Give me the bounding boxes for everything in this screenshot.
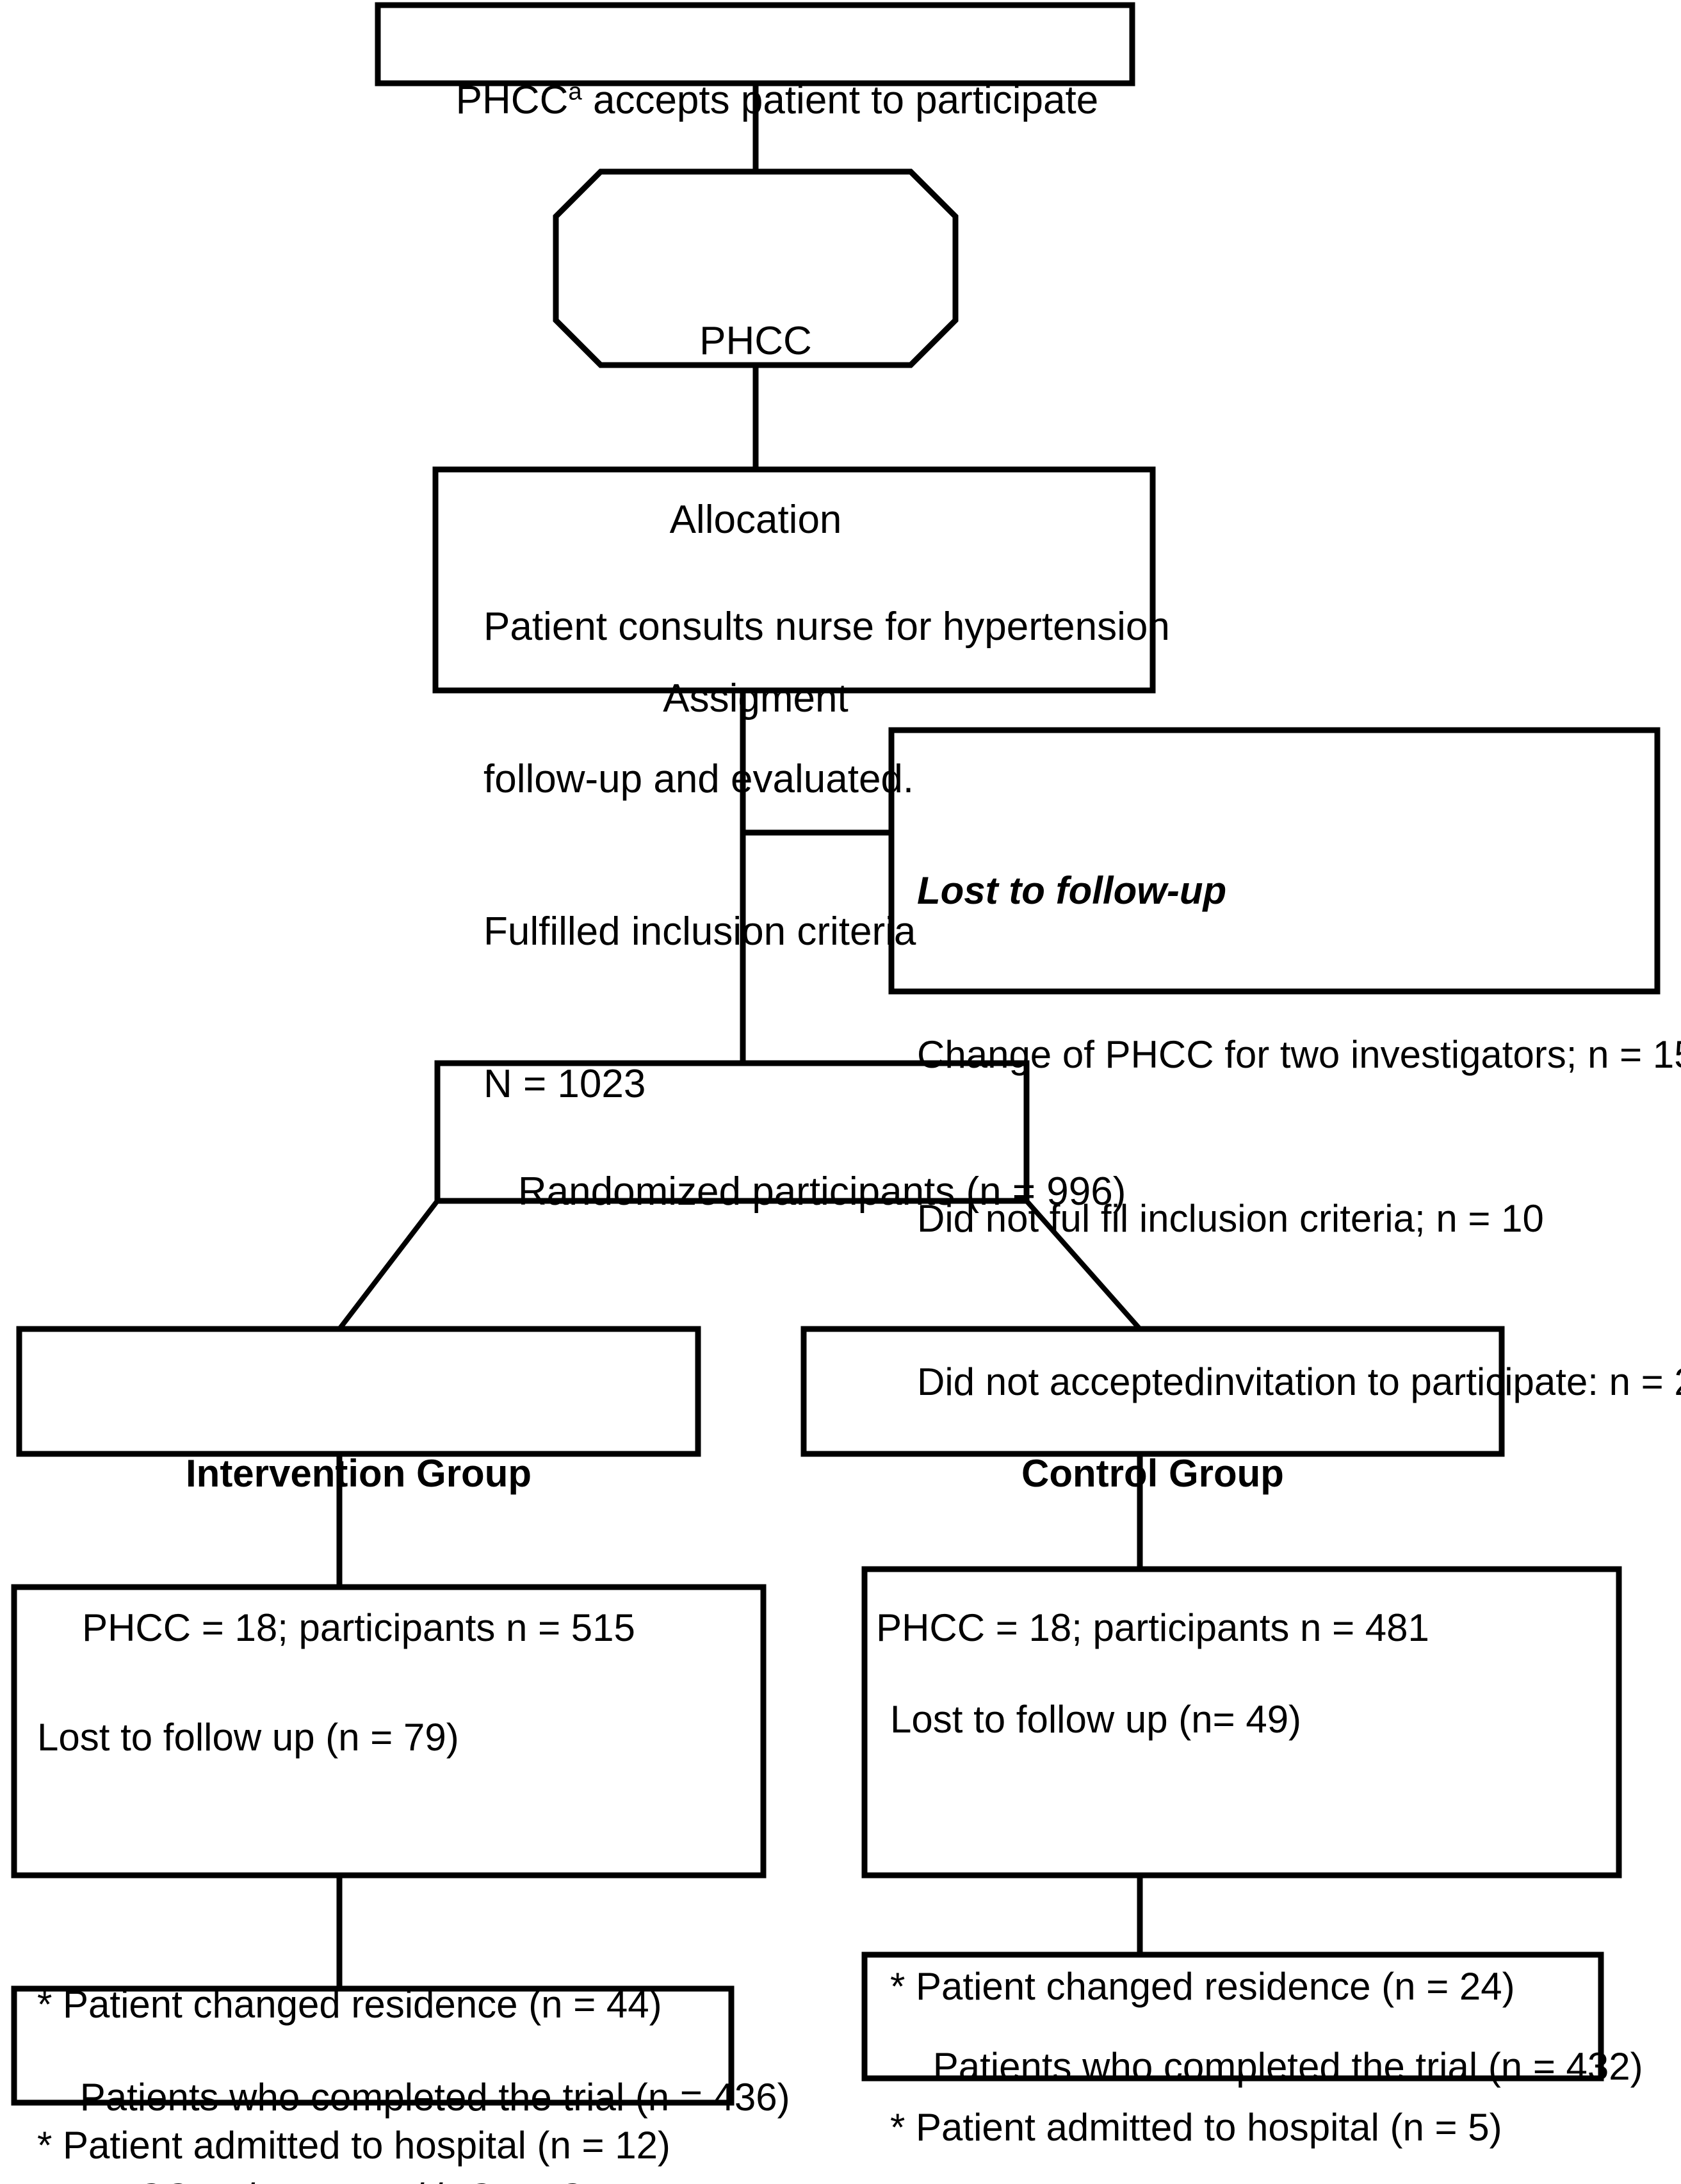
node-lost-initial-line-1: Change of PHCC for two investigators; n … [917, 1032, 1681, 1076]
node-lost-intervention-spacer [37, 1855, 754, 1887]
node-allocation-line-3: Assigment [663, 676, 849, 721]
node-lost-initial-label: Lost to follow-up Change of PHCC for two… [917, 754, 1681, 1519]
node-lost-intervention-line-1: * Patient changed residence (n = 44) [37, 1983, 662, 2026]
node-control-group-detail: PHCC = 18; participants n = 481 [876, 1606, 1429, 1649]
node-allocation-line-2: Allocation [669, 498, 842, 542]
node-intervention-group-shape [16, 1326, 701, 1457]
node-consult-line-4: N = 1023 [483, 1061, 646, 1106]
connector-randomized-to-intervention [337, 1199, 440, 1331]
figure-footnote: aPHCC: Primary Health Care Centres [29, 2125, 989, 2184]
node-allocation-shape [553, 168, 959, 368]
node-lost-initial-line-3: Did not acceptedinvitation to participat… [917, 1360, 1681, 1404]
node-completed-intervention-shape [11, 1985, 735, 2106]
node-control-group-label: Control Group PHCC = 18; participants n … [804, 1345, 1502, 1757]
node-lost-initial-shape [888, 727, 1661, 995]
footnote-marker: a [70, 2176, 83, 2184]
node-consult-label: Patient consults nurse for hypertension … [483, 500, 1170, 1211]
node-lost-initial-heading: Lost to follow-up [917, 869, 1227, 913]
node-lost-control-line-2: * Patient admitted to hospital (n = 5) [890, 2105, 1502, 2149]
node-lost-intervention-shape [11, 1584, 767, 1878]
node-consult-line-2: follow-up and evaluated. [483, 756, 914, 801]
node-randomized-shape [434, 1060, 1030, 1204]
node-randomized-text: Randomized participants (n = 996) [517, 1169, 1126, 1214]
node-lost-intervention-label: Lost to follow up (n = 79) * Patient cha… [37, 1620, 754, 2184]
node-intervention-group-label: Intervention Group PHCC = 18; participan… [19, 1345, 698, 1757]
node-completed-control-label: Patients who completed the trial (n = 43… [890, 1992, 1643, 2142]
node-accept-text-suffix: accepts patient to participate [581, 77, 1099, 122]
footnote-text: PHCC: Primary Health Care Centres [83, 2176, 685, 2184]
node-lost-intervention-heading: Lost to follow up (n = 79) [37, 1716, 459, 1759]
node-randomized-label: Randomized participants (n = 996) [474, 1114, 1126, 1269]
node-accept-label: PHCCa accepts patient to participate [378, 23, 1132, 178]
node-accept-text-prefix: PHCC [455, 77, 569, 122]
node-control-group-shape [800, 1326, 1505, 1457]
node-lost-control-line-1: * Patient changed residence (n = 24) [890, 1965, 1515, 2009]
node-consult-shape [432, 466, 1156, 694]
node-completed-control-text: Patients who completed the trial (n = 43… [932, 2045, 1643, 2088]
node-lost-intervention-line-2: * Patient admitted to hospital (n = 12) [37, 2123, 670, 2167]
node-allocation-line-1: PHCC [699, 319, 812, 363]
node-lost-control-label: Lost to follow up (n= 49) * Patient chan… [890, 1602, 1614, 2184]
node-completed-intervention-label: Patients who completed the trial (n = 43… [37, 2023, 790, 2172]
node-allocation-label: PHCC Allocation Assigment [556, 192, 955, 847]
node-intervention-group-detail: PHCC = 18; participants n = 515 [82, 1606, 635, 1649]
node-consult-line-3: Fulfilled inclusion criteria [483, 909, 916, 954]
connector-randomized-to-control [1025, 1199, 1142, 1331]
node-completed-control-shape [861, 1952, 1604, 2082]
node-lost-control-spacer [890, 1837, 1614, 1870]
node-lost-control-shape [861, 1566, 1622, 1878]
node-lost-control-heading: Lost to follow up (n= 49) [890, 1698, 1302, 1741]
node-accept-footnote-marker: a [568, 77, 582, 105]
node-consult-line-1: Patient consults nurse for hypertension [483, 604, 1170, 649]
node-intervention-group-heading: Intervention Group [186, 1451, 532, 1495]
node-lost-initial-line-2: Did not ful fil inclusion criteria; n = … [917, 1196, 1544, 1240]
node-completed-intervention-text: Patients who completed the trial (n = 43… [79, 2076, 790, 2119]
node-control-group-heading: Control Group [1021, 1451, 1284, 1495]
